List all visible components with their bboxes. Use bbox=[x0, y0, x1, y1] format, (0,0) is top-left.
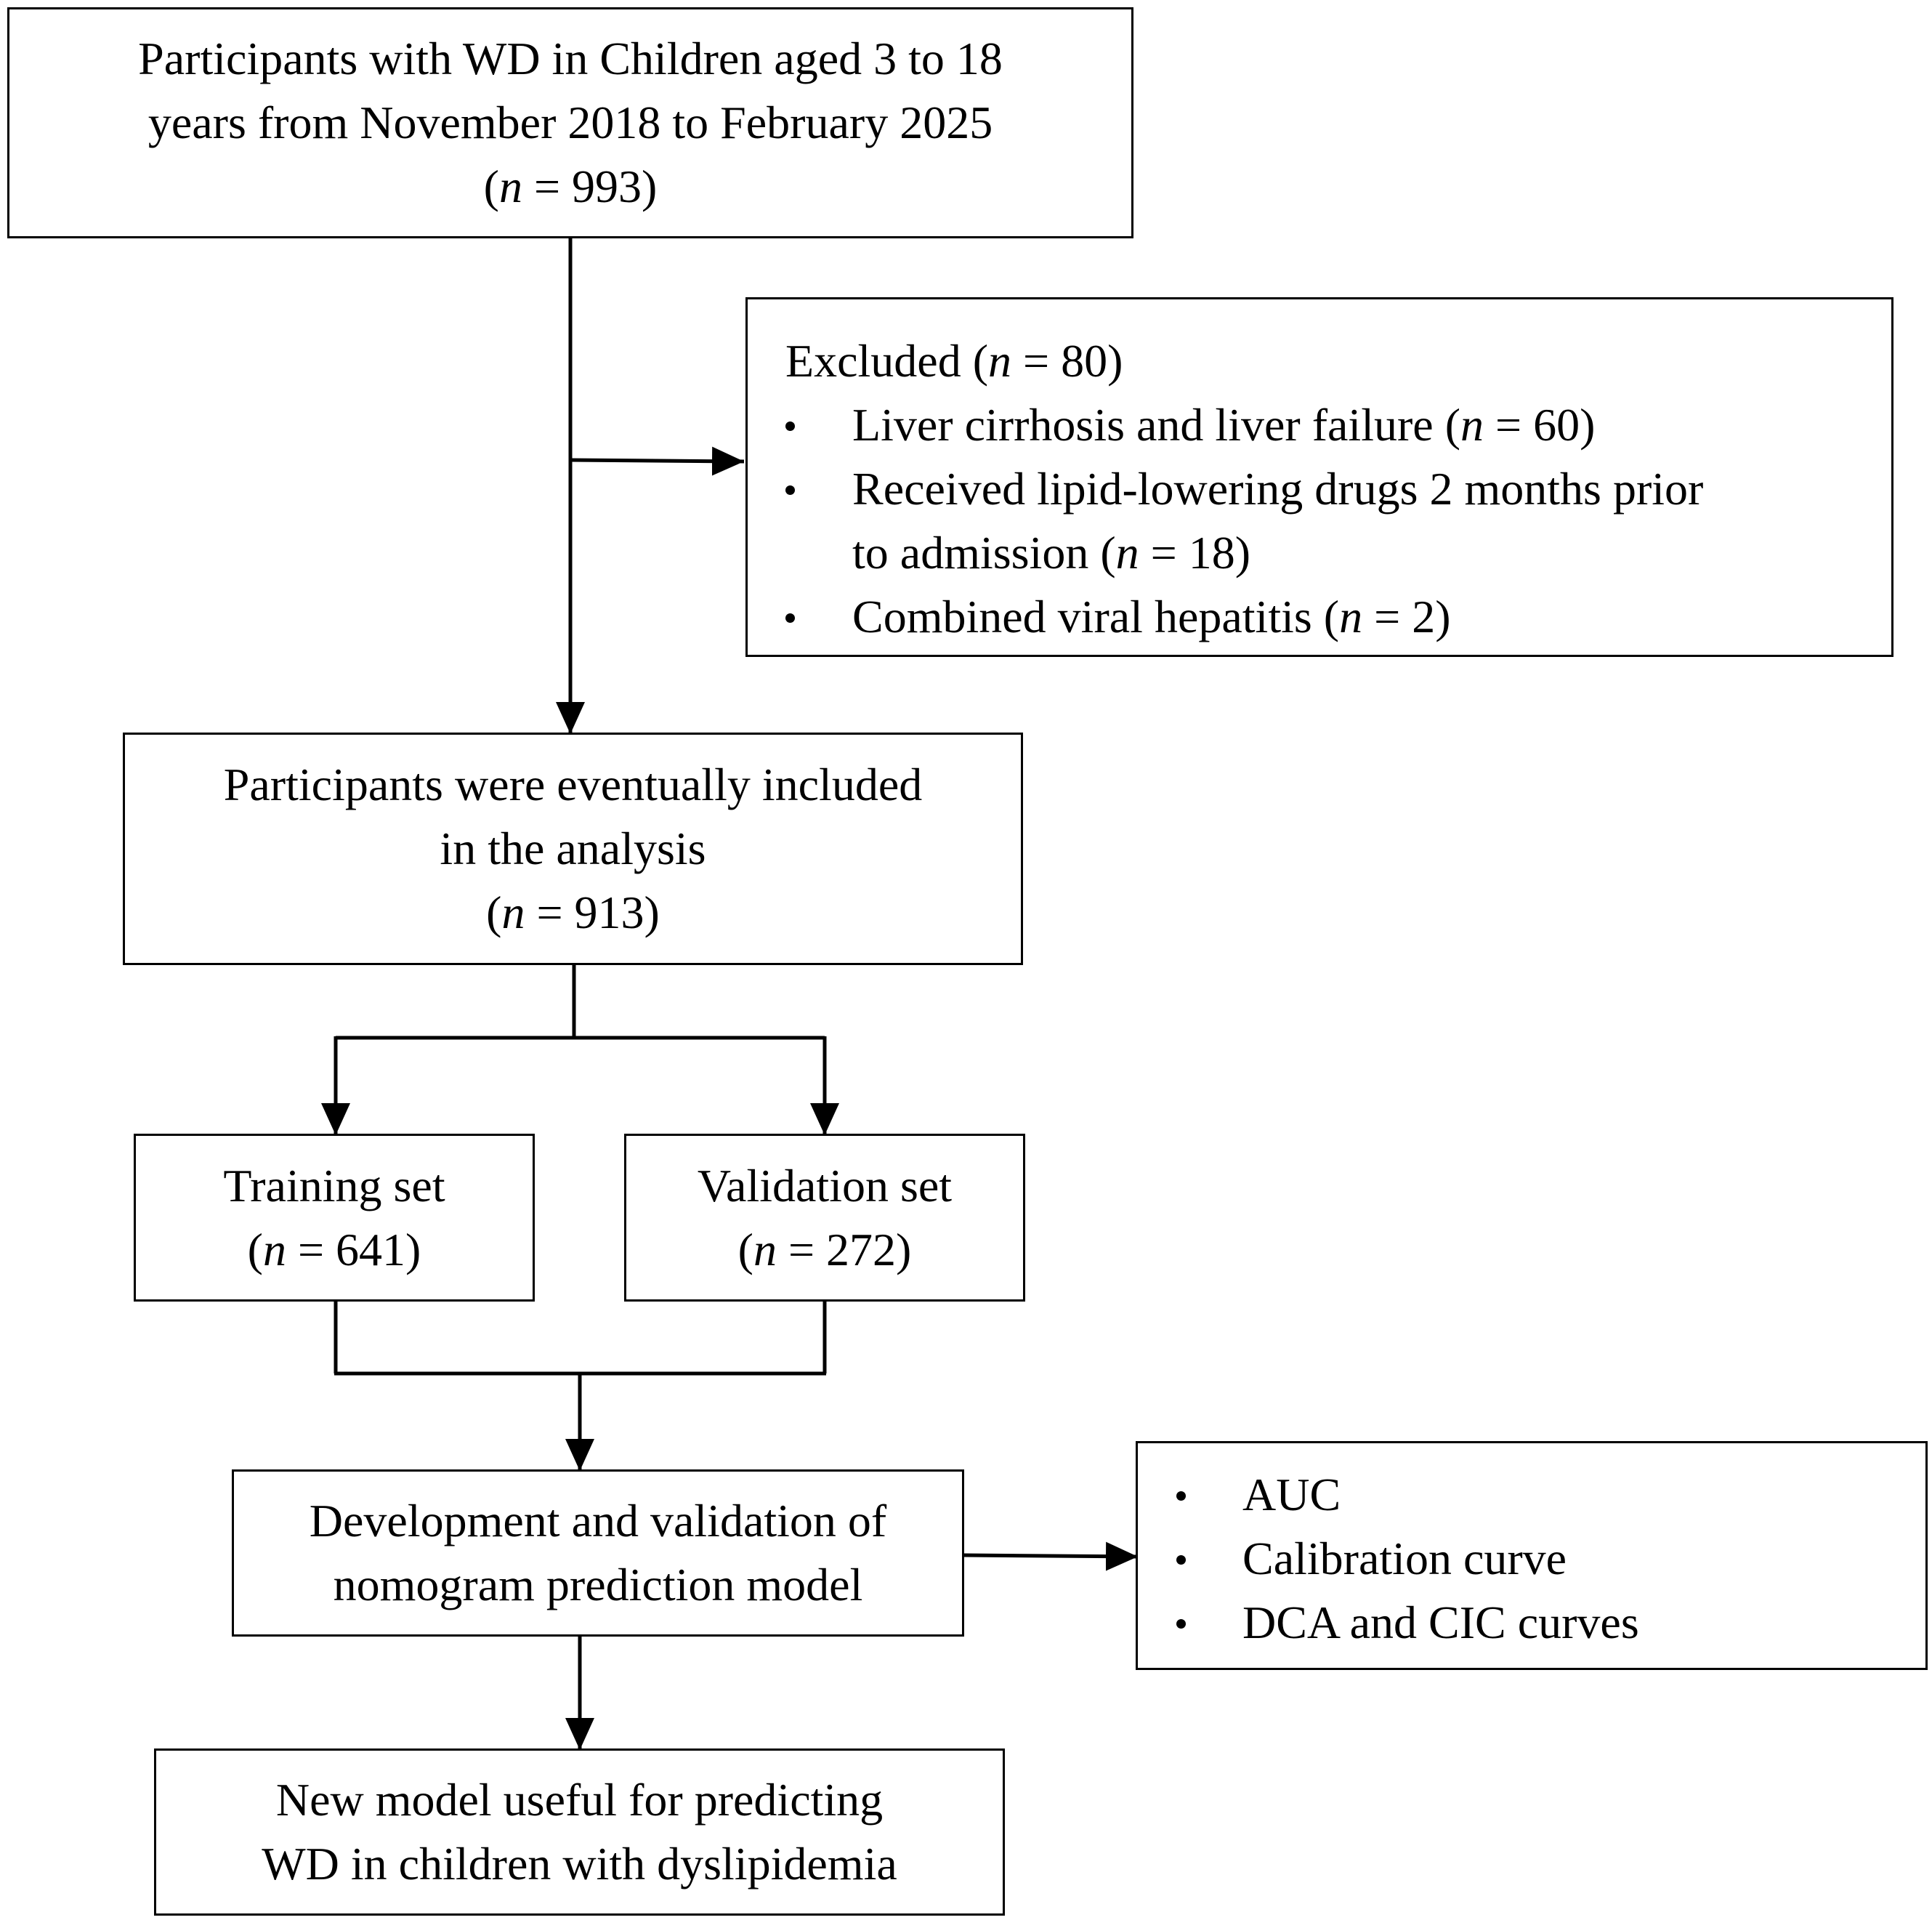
excluded-title: Excluded (n = 80) bbox=[785, 335, 1123, 387]
training-set-box: Training set (n = 641) bbox=[134, 1134, 535, 1302]
metric-auc: AUC bbox=[1138, 1463, 1925, 1527]
arrow-to-excluded bbox=[570, 446, 745, 476]
included-line-2: in the analysis bbox=[440, 823, 706, 874]
excluded-box: Excluded (n = 80) Liver cirrhosis and li… bbox=[745, 297, 1893, 657]
excluded-reason-viral-hepatitis: Combined viral hepatitis (n = 2) bbox=[748, 585, 1891, 649]
participants-box: Participants with WD in Children aged 3 … bbox=[7, 7, 1133, 238]
arrow-to-metrics bbox=[963, 1541, 1139, 1571]
included-count: (n = 913) bbox=[486, 887, 660, 938]
included-line-1: Participants were eventually included bbox=[223, 759, 923, 810]
n-symbol: n bbox=[498, 161, 522, 212]
metrics-box: AUC Calibration curve DCA and CIC curves bbox=[1136, 1441, 1928, 1670]
excluded-count-value: = 80) bbox=[1023, 335, 1123, 387]
validation-set-box: Validation set (n = 272) bbox=[624, 1134, 1025, 1302]
validation-set-label: Validation set bbox=[697, 1159, 953, 1211]
excluded-reason-lipid-lowering-drugs: Received lipid-lowering drugs 2 months p… bbox=[748, 457, 1891, 585]
n-symbol: n bbox=[501, 887, 525, 938]
training-set-count: (n = 641) bbox=[247, 1223, 421, 1275]
n-symbol: n bbox=[988, 335, 1011, 387]
development-line-2: nomogram prediction model bbox=[333, 1559, 863, 1610]
metrics-list: AUC Calibration curve DCA and CIC curves bbox=[1138, 1463, 1925, 1655]
validation-set-count: (n = 272) bbox=[737, 1223, 912, 1275]
n-symbol: n bbox=[262, 1223, 286, 1275]
participants-line-2: years from November 2018 to February 202… bbox=[147, 97, 993, 148]
metric-calibration-curve: Calibration curve bbox=[1138, 1527, 1925, 1591]
participants-count-value: = 993 bbox=[533, 161, 642, 212]
training-set-label: Training set bbox=[223, 1159, 445, 1211]
outcome-line-2: WD in children with dyslipidemia bbox=[262, 1838, 897, 1889]
participants-count: (n = 993) bbox=[483, 161, 658, 212]
outcome-line-1: New model useful for predicting bbox=[275, 1774, 884, 1826]
metric-dca-cic-curves: DCA and CIC curves bbox=[1138, 1591, 1925, 1655]
excluded-reasons-list: Liver cirrhosis and liver failure (n = 6… bbox=[748, 393, 1891, 649]
excluded-reason-cirrhosis: Liver cirrhosis and liver failure (n = 6… bbox=[748, 393, 1891, 457]
validation-count-value: = 272 bbox=[788, 1223, 897, 1275]
included-count-value: = 913 bbox=[536, 887, 644, 938]
training-count-value: = 641 bbox=[297, 1223, 406, 1275]
outcome-box: New model useful for predicting WD in ch… bbox=[154, 1748, 1005, 1916]
n-symbol: n bbox=[753, 1223, 777, 1275]
participants-line-1: Participants with WD in Children aged 3 … bbox=[138, 33, 1003, 84]
development-line-1: Development and validation of bbox=[309, 1495, 887, 1546]
included-box: Participants were eventually included in… bbox=[123, 733, 1023, 965]
development-box: Development and validation of nomogram p… bbox=[232, 1469, 964, 1637]
